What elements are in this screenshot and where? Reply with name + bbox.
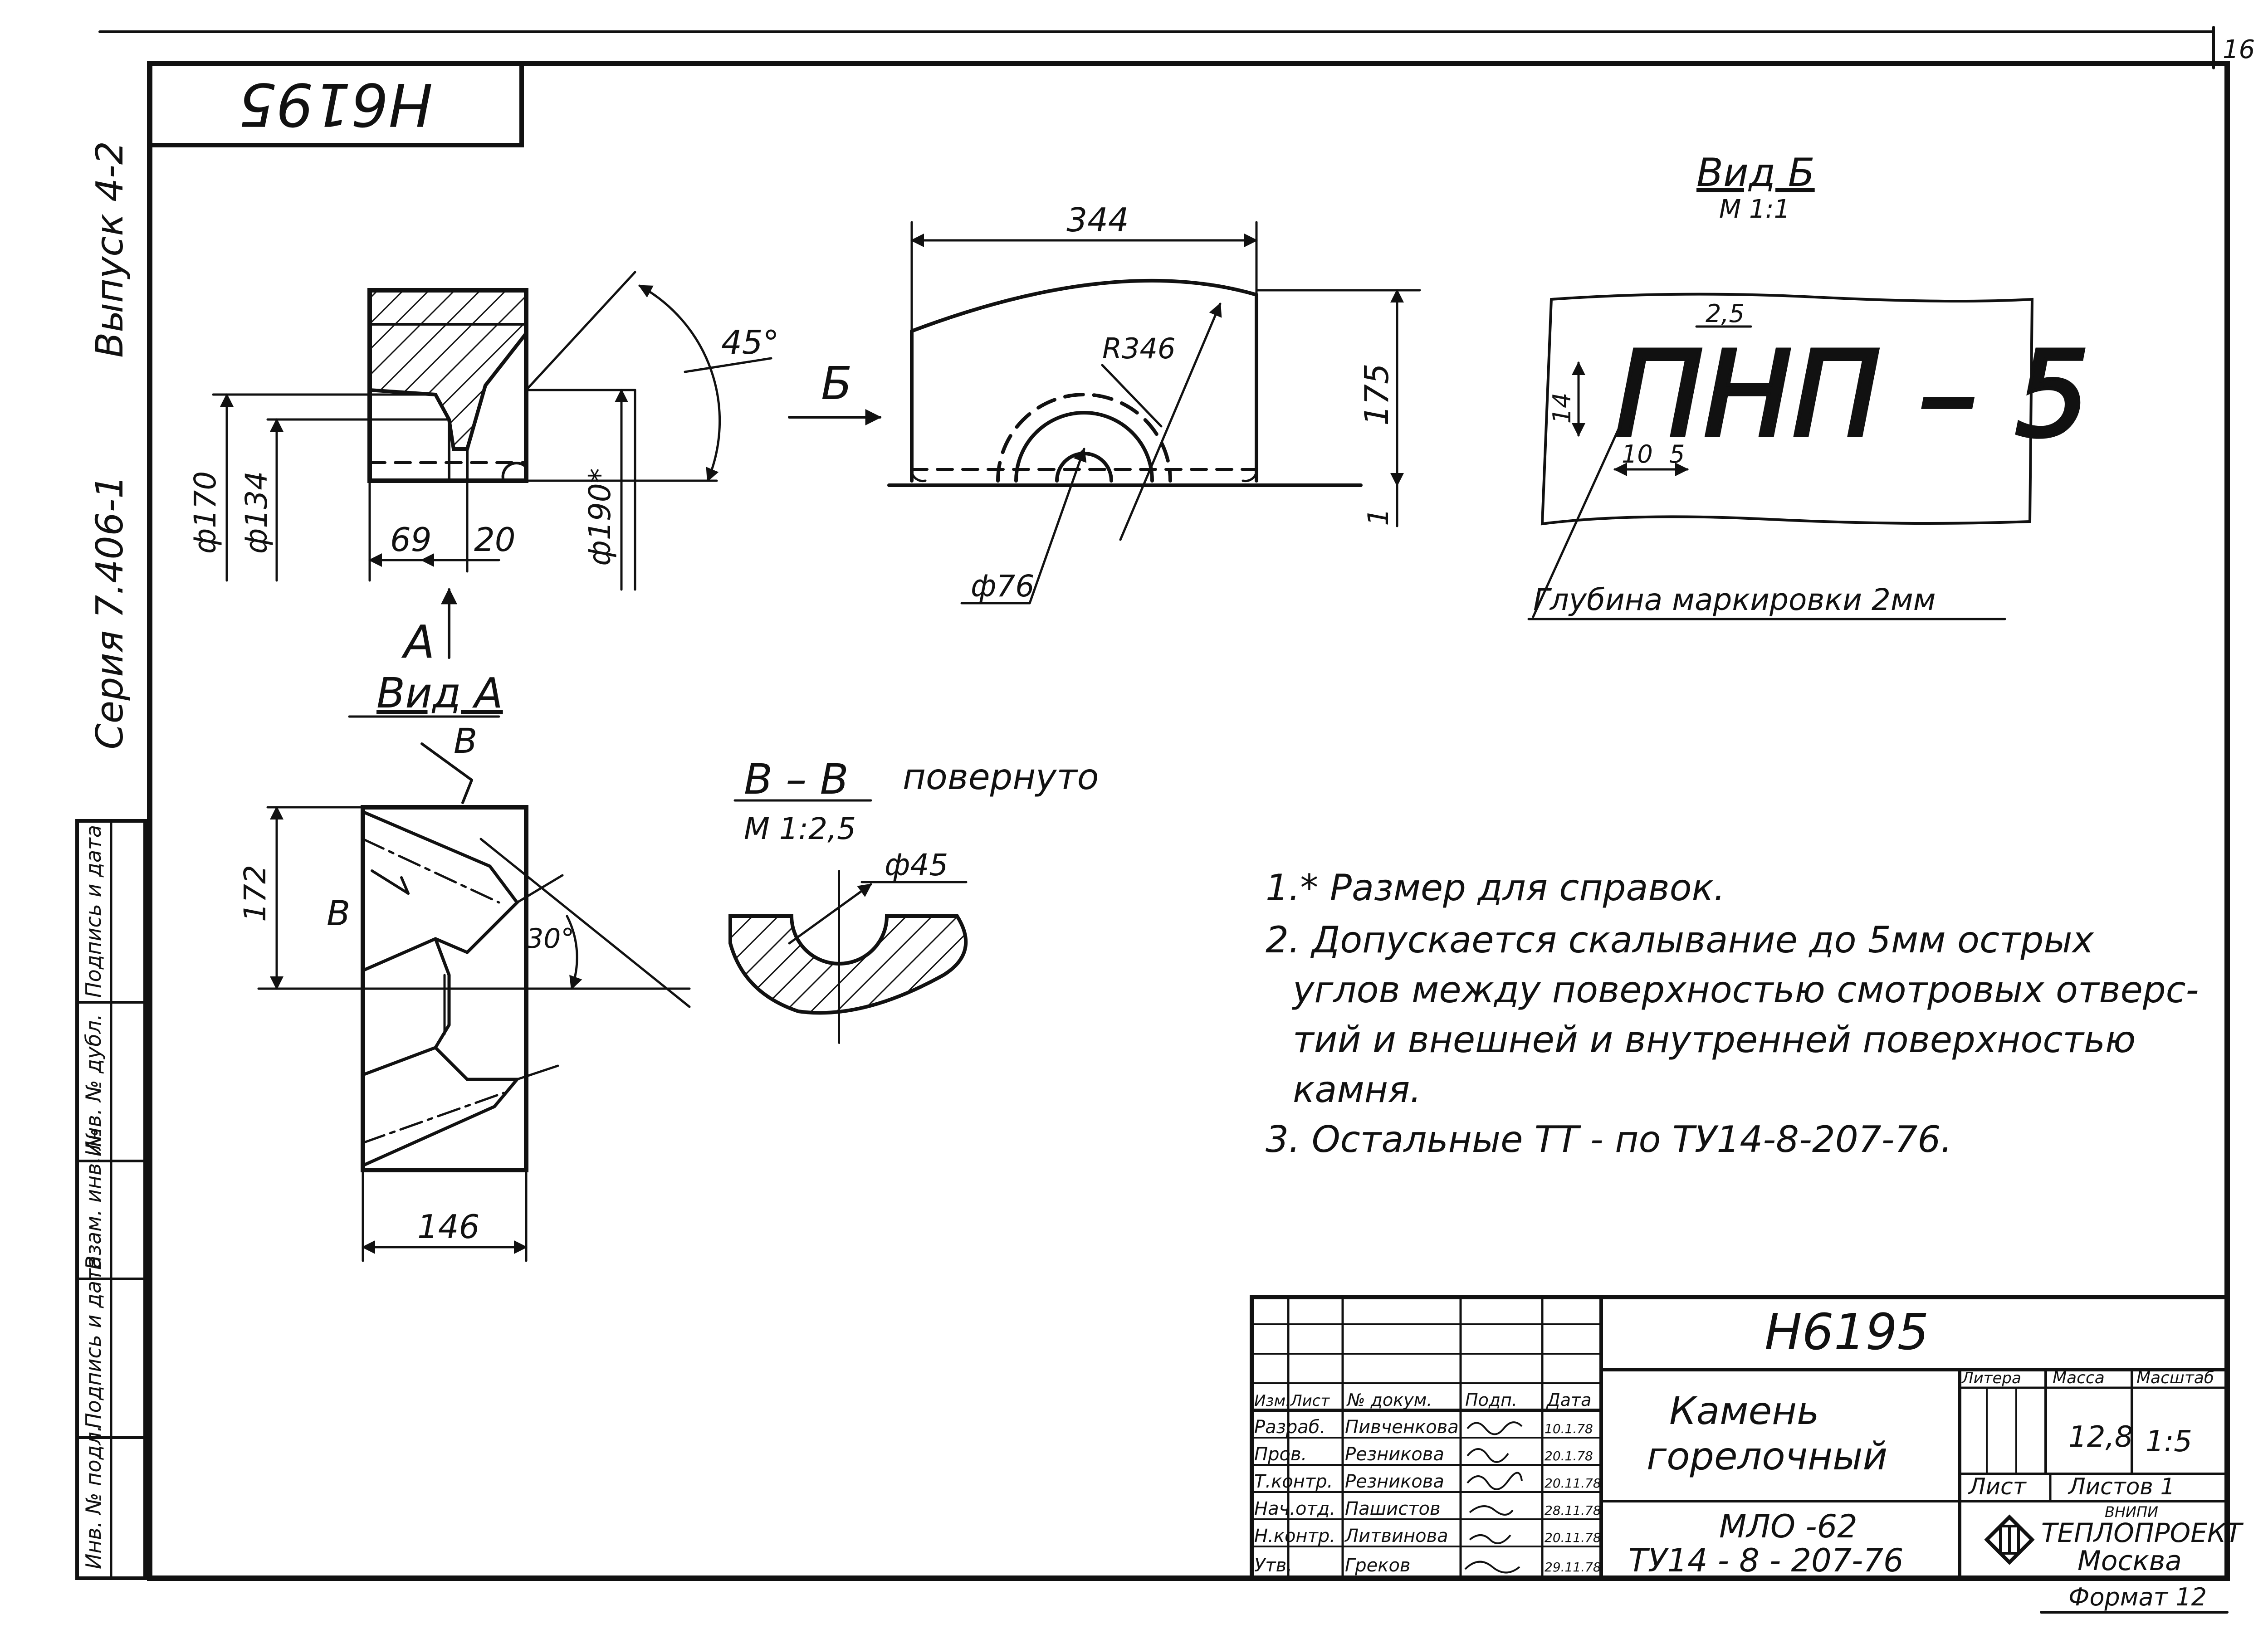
marking-depth-note: Глубина маркировки 2мм xyxy=(1533,582,1936,617)
radius-label: R346 xyxy=(1102,332,1175,365)
signer-name-3: Резникова xyxy=(1345,1471,1444,1492)
dim-2-5-label: 2,5 xyxy=(1706,299,1745,328)
col-header-izm: Изм. xyxy=(1254,1392,1290,1410)
signer-role-1: Разраб. xyxy=(1254,1417,1325,1438)
note-line-5: камня. xyxy=(1293,1068,1422,1111)
section-scale-label: М 1:2,5 xyxy=(744,811,856,846)
sheet-label: Лист xyxy=(1968,1473,2027,1500)
notes: 1.* Размер для справок. 2. Допускается с… xyxy=(1266,867,2199,1161)
mass-value: 12,8 xyxy=(2068,1420,2133,1454)
title-material-line1: МЛО -62 xyxy=(1719,1508,1857,1545)
side-labels: Серия 7.406-1 Выпуск 4-2 xyxy=(88,141,132,749)
signer-date-1: 10.1.78 xyxy=(1545,1421,1593,1436)
note-line-3: углов между поверхностью смотровых отвер… xyxy=(1292,969,2199,1011)
signer-name-5: Литвинова xyxy=(1344,1526,1448,1546)
signer-role-4: Нач.отд. xyxy=(1254,1498,1335,1519)
designation-box-label: H6195 xyxy=(239,70,433,139)
title-material-line2: ТУ14 - 8 - 207-76 xyxy=(1628,1542,1903,1579)
signature-marks xyxy=(1464,1421,1523,1574)
angle-30-label: 30° xyxy=(526,923,574,955)
dim-146-label: 146 xyxy=(417,1208,479,1246)
view-b-title: Вид Б xyxy=(1696,150,1815,195)
section-rotated-label: повернуто xyxy=(903,757,1099,798)
signer-role-3: Т.контр. xyxy=(1254,1471,1333,1492)
side-issue-label: Выпуск 4-2 xyxy=(88,141,132,358)
side-stamp: Инв. № подл. Подпись и дата Взам. инв. №… xyxy=(75,819,147,1580)
view-a: Вид А В В 172 30° 146 xyxy=(238,669,691,1262)
marking-text: ПНП – 5 xyxy=(1615,327,2090,463)
signer-name-2: Резникова xyxy=(1345,1444,1444,1465)
note-line-1: 1.* Размер для справок. xyxy=(1266,867,1725,909)
dim-10-label: 10 xyxy=(1622,440,1653,468)
sheets-label: Листов 1 xyxy=(2068,1473,2175,1500)
page-number: 16 xyxy=(2223,35,2255,64)
dim-190-label: ф190* xyxy=(582,468,617,566)
stamp-cell-3: Взам. инв. № xyxy=(81,1128,106,1270)
stamp-cell-2: Подпись и дата xyxy=(81,1256,106,1429)
signer-name-4: Пашистов xyxy=(1345,1498,1441,1519)
angle-45-label: 45° xyxy=(721,323,779,361)
signer-role-6: Утв. xyxy=(1254,1555,1292,1576)
side-series-label: Серия 7.406-1 xyxy=(88,475,132,750)
dim-76-label: ф76 xyxy=(971,569,1034,604)
note-line-4: тий и внешней и внутренней поверхностью xyxy=(1293,1019,2136,1061)
org-city: Москва xyxy=(2077,1545,2182,1577)
arrow-a-label: А xyxy=(401,615,435,668)
arrow-b-label: Б xyxy=(821,357,852,410)
dim-1-label: 1 xyxy=(1362,508,1395,526)
dim-134-label: ф134 xyxy=(239,471,274,554)
dim-175-label: 175 xyxy=(1358,363,1396,425)
dim-5-label: 5 xyxy=(1669,440,1685,468)
col-header-doc: № докум. xyxy=(1346,1390,1432,1410)
dim-69-label: 69 xyxy=(390,521,432,559)
section-bb: В – В повернуто М 1:2,5 ф45 xyxy=(728,755,1099,1044)
signer-date-2: 20.1.78 xyxy=(1545,1449,1593,1463)
dim-344-label: 344 xyxy=(1066,201,1129,239)
front-view: ф170 ф134 ф190* 45° 69 20 А xyxy=(188,271,779,668)
stamp-cell-1: Инв. № подл. xyxy=(81,1425,106,1569)
dim-45-label: ф45 xyxy=(885,848,948,883)
org-prefix: ВНИПИ xyxy=(2105,1503,2158,1521)
signer-name-1: Пивченкова xyxy=(1345,1417,1459,1438)
col-header-date: Дата xyxy=(1546,1390,1591,1410)
stamp-cell-5: Подпись и дата xyxy=(81,825,106,998)
note-line-6: 3. Остальные ТТ - по ТУ14-8-207-76. xyxy=(1266,1118,1952,1161)
org-name: ТЕПЛОПРОЕКТ xyxy=(2041,1517,2244,1548)
format-label: Формат 12 xyxy=(2068,1583,2207,1611)
side-view: 344 175 1 R346 ф76 Б xyxy=(788,201,1421,605)
signer-date-3: 20.11.78 xyxy=(1545,1476,1601,1491)
hdr-litera: Литера xyxy=(1961,1369,2021,1387)
signer-date-6: 29.11.78 xyxy=(1545,1560,1601,1575)
dim-20-label: 20 xyxy=(474,521,516,559)
title-designation: H6195 xyxy=(1765,1303,1929,1361)
title-name-line2: горелочный xyxy=(1647,1434,1887,1478)
title-name-line1: Камень xyxy=(1669,1389,1819,1433)
col-header-list: Лист xyxy=(1290,1392,1330,1410)
signer-date-4: 28.11.78 xyxy=(1545,1503,1601,1518)
hdr-scale: Масштаб xyxy=(2136,1369,2214,1387)
col-header-sign: Подп. xyxy=(1465,1390,1517,1410)
view-b-scale: М 1:1 xyxy=(1719,195,1790,224)
signer-date-5: 20.11.78 xyxy=(1545,1530,1601,1545)
note-line-2: 2. Допускается скалывание до 5мм острых xyxy=(1266,919,2094,961)
org-logo xyxy=(1984,1514,2035,1565)
hdr-massa: Масса xyxy=(2053,1369,2105,1387)
dim-170-label: ф170 xyxy=(188,471,223,554)
dim-14-label: 14 xyxy=(1548,393,1576,424)
designation-box: H6195 xyxy=(147,61,524,147)
title-block: Изм. Лист № докум. Подп. Дата Разраб. Пи… xyxy=(1250,1295,2244,1614)
view-b: Вид Б М 1:1 ПНП – 5 2,5 14 10 5 Глубина … xyxy=(1527,150,2092,620)
signer-name-6: Греков xyxy=(1345,1555,1411,1576)
cut-label-left: В xyxy=(327,893,350,933)
section-title: В – В xyxy=(744,755,849,804)
signer-role-5: Н.контр. xyxy=(1254,1526,1335,1546)
stamp-cell-4: Инв. № дубл. xyxy=(81,1014,106,1156)
dim-172-label: 172 xyxy=(238,865,273,922)
cut-label-top: В xyxy=(454,721,477,761)
view-a-title: Вид А xyxy=(376,669,503,717)
signer-role-2: Пров. xyxy=(1254,1444,1307,1465)
scale-value: 1:5 xyxy=(2146,1425,2192,1458)
